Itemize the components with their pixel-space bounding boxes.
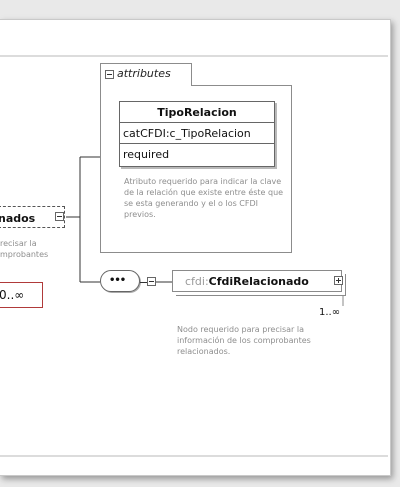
attributes-label: attributes — [117, 67, 171, 80]
sequence-connector — [140, 282, 148, 283]
attribute-tiporelacion[interactable]: TipoRelacion catCFDI:c_TipoRelacion requ… — [119, 101, 275, 167]
parent-cardinality: 0..∞ — [0, 288, 25, 302]
attributes-tab[interactable]: attributes — [100, 63, 192, 85]
attribute-use: required — [123, 148, 170, 161]
child-element-prefix: cfdi: — [185, 275, 209, 288]
child-element-cfdirelacionado[interactable]: cfdi:CfdiRelacionado — [172, 270, 342, 292]
child-element-name: CfdiRelacionado — [208, 275, 309, 288]
attribute-name: TipoRelacion — [120, 102, 274, 123]
parent-element-box[interactable]: nados — [0, 206, 65, 228]
attribute-documentation: Atributo requerido para indicar la clave… — [124, 177, 284, 219]
parent-element-label: nados — [0, 212, 36, 225]
attribute-type: catCFDI:c_TipoRelacion — [120, 124, 274, 144]
sequence-icon: ••• — [109, 275, 126, 286]
collapse-icon[interactable] — [55, 212, 64, 221]
sequence-compositor[interactable]: ••• — [100, 270, 140, 292]
child-cardinality: 1..∞ — [319, 307, 341, 318]
tab-join — [101, 84, 191, 86]
collapse-icon[interactable] — [147, 277, 156, 286]
child-element-label: cfdi:CfdiRelacionado — [185, 275, 309, 288]
child-element-documentation: Nodo requerido para precisar la informac… — [177, 325, 311, 356]
expand-icon[interactable] — [334, 276, 343, 285]
collapse-icon[interactable] — [105, 70, 114, 79]
parent-cardinality-box: 0..∞ — [0, 282, 43, 308]
parent-element-documentation: recisar la mprobantes — [0, 239, 49, 259]
